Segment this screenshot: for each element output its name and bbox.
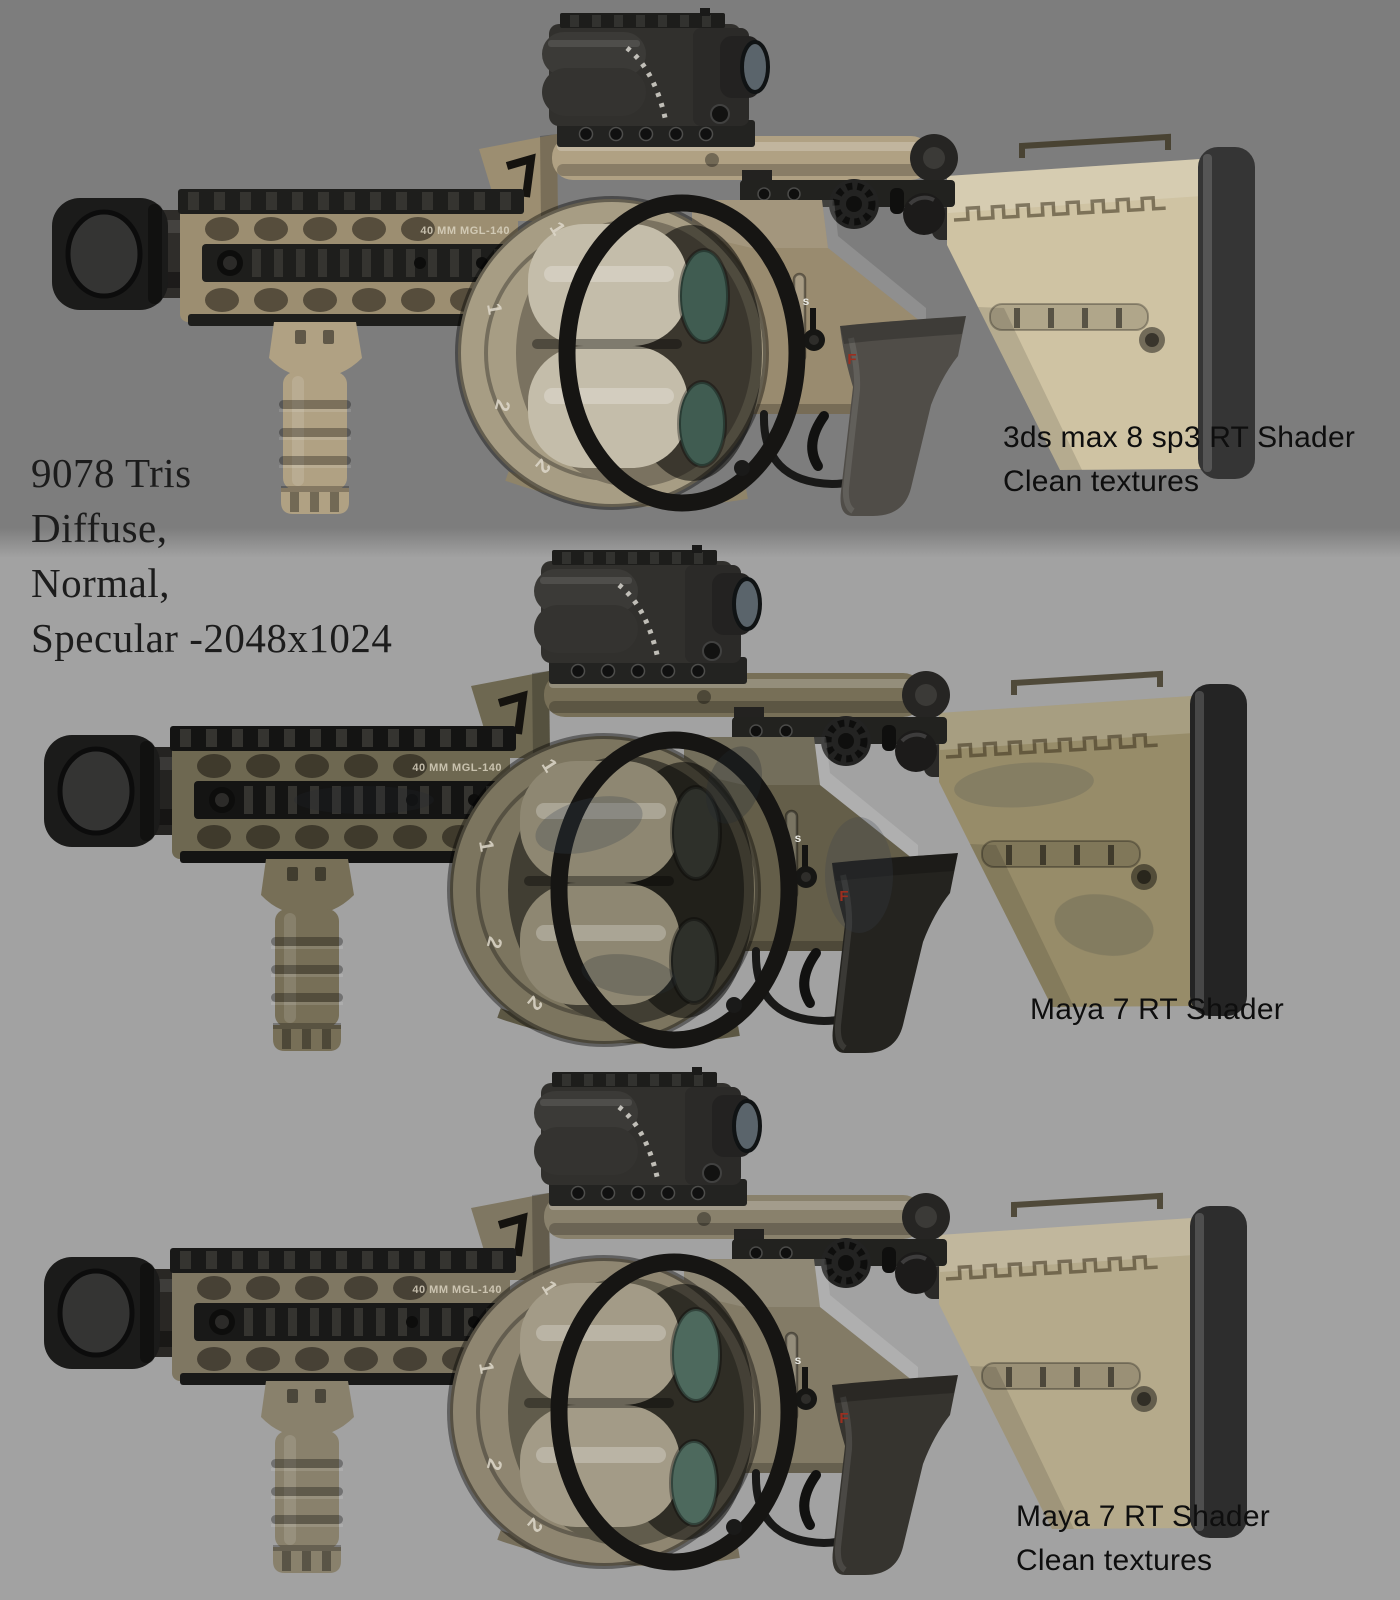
selector-marking: s: [795, 1353, 802, 1367]
caption-line: 3ds max 8 sp3 RT Shader: [1003, 421, 1356, 454]
fire-marking: F: [847, 351, 856, 368]
model-info-line: 9078 Tris: [31, 450, 192, 496]
model-info-line: Diffuse,: [31, 505, 168, 551]
drum-number: 1: [474, 1361, 498, 1376]
handguard-engraving: 40 MM MGL-140: [412, 762, 502, 774]
render-section-maya7: 40 MM MGL-140 1 1 2 2 s F Maya 7 RT Shad…: [0, 533, 1400, 1066]
handguard-engraving: 40 MM MGL-140: [420, 225, 510, 237]
caption-maya7-clean: Maya 7 RT Shader Clean textures: [1016, 1495, 1270, 1583]
selector-marking: s: [803, 294, 810, 308]
fire-marking: F: [839, 1410, 848, 1427]
render-section-maya7-clean: 40 MM MGL-140 1 1 2 2 s F Maya 7 RT Shad…: [0, 1066, 1400, 1599]
drum-number: 1: [474, 839, 498, 854]
model-info-block: 9078 Tris Diffuse, Normal, Specular -204…: [31, 446, 392, 666]
drum-number: 2: [490, 397, 514, 413]
gun-render-maya7-clean: 40 MM MGL-140 1 1 2 2 s F: [44, 1067, 1254, 1587]
caption-3dsmax: 3ds max 8 sp3 RT Shader Clean textures: [1003, 416, 1355, 504]
selector-marking: s: [795, 831, 802, 845]
render-section-3dsmax: 40 MM MGL-140 1 1 2 2 s F 3ds max 8 sp3 …: [0, 0, 1400, 533]
caption-line: Clean textures: [1003, 465, 1200, 498]
model-info-line: Specular -2048x1024: [31, 615, 393, 661]
drum-number: 2: [482, 1456, 506, 1472]
handguard-engraving: 40 MM MGL-140: [412, 1284, 502, 1296]
gun-render-maya7: 40 MM MGL-140 1 1 2 2 s F: [44, 545, 1254, 1065]
model-info-line: Normal,: [31, 560, 170, 606]
gun-render-3dsmax: 40 MM MGL-140 1 1 2 2 s F: [52, 8, 1262, 528]
caption-line: Clean textures: [1016, 1544, 1213, 1577]
caption-maya7: Maya 7 RT Shader: [1030, 988, 1284, 1032]
caption-line: Maya 7 RT Shader: [1016, 1500, 1270, 1533]
fire-marking: F: [839, 888, 848, 905]
drum-number: 2: [482, 934, 506, 950]
caption-line: Maya 7 RT Shader: [1030, 993, 1284, 1026]
drum-number: 1: [482, 302, 506, 317]
